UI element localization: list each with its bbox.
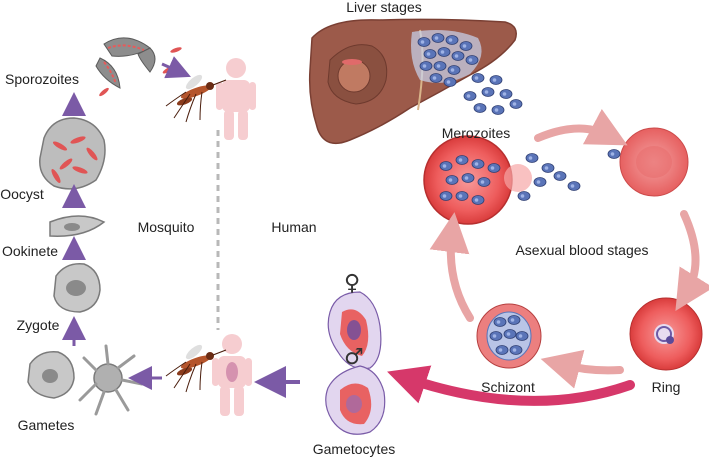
blood-cycle-arrows: [429, 108, 709, 389]
label-gametocytes: Gametocytes: [313, 441, 395, 457]
label-gametes: Gametes: [18, 417, 75, 433]
male-symbol: ♂: [344, 345, 364, 370]
gametocyte-development-arrow: [387, 365, 635, 406]
gametocyte-female: [327, 291, 382, 370]
oocyst-illustration: [39, 117, 106, 190]
rbc-ring-stage: [629, 297, 703, 371]
label-asexual-blood-stages: Asexual blood stages: [515, 242, 648, 258]
gametocyte-male: [325, 365, 386, 435]
rbc-schizont: [476, 303, 542, 369]
label-ring: Ring: [652, 379, 681, 395]
human-figure-bottom: [212, 334, 252, 416]
label-schizont: Schizont: [481, 379, 535, 395]
female-symbol: ♀: [344, 271, 360, 296]
label-mosquito: Mosquito: [138, 219, 195, 235]
label-zygote: Zygote: [17, 317, 60, 333]
label-liver-stages: Liver stages: [346, 0, 421, 15]
zygote-illustration: [53, 263, 101, 313]
liver-illustration: [308, 18, 517, 145]
human-figure-top: [216, 58, 256, 140]
label-human: Human: [271, 219, 316, 235]
released-merozoites: [463, 73, 523, 115]
male-gamete: [78, 344, 144, 416]
gland-to-mosquito-arrow: [161, 56, 191, 79]
label-oocyst: Oocyst: [0, 186, 44, 202]
salivary-gland: [95, 37, 182, 97]
rbc-bursting: [423, 135, 581, 225]
label-sporozoites: Sporozoites: [5, 71, 79, 87]
label-ookinete: Ookinete: [2, 243, 58, 259]
rbc-healthy: [607, 127, 689, 197]
label-merozoites: Merozoites: [442, 125, 510, 141]
ookinete-illustration: [49, 215, 106, 237]
female-gamete: [27, 351, 75, 399]
